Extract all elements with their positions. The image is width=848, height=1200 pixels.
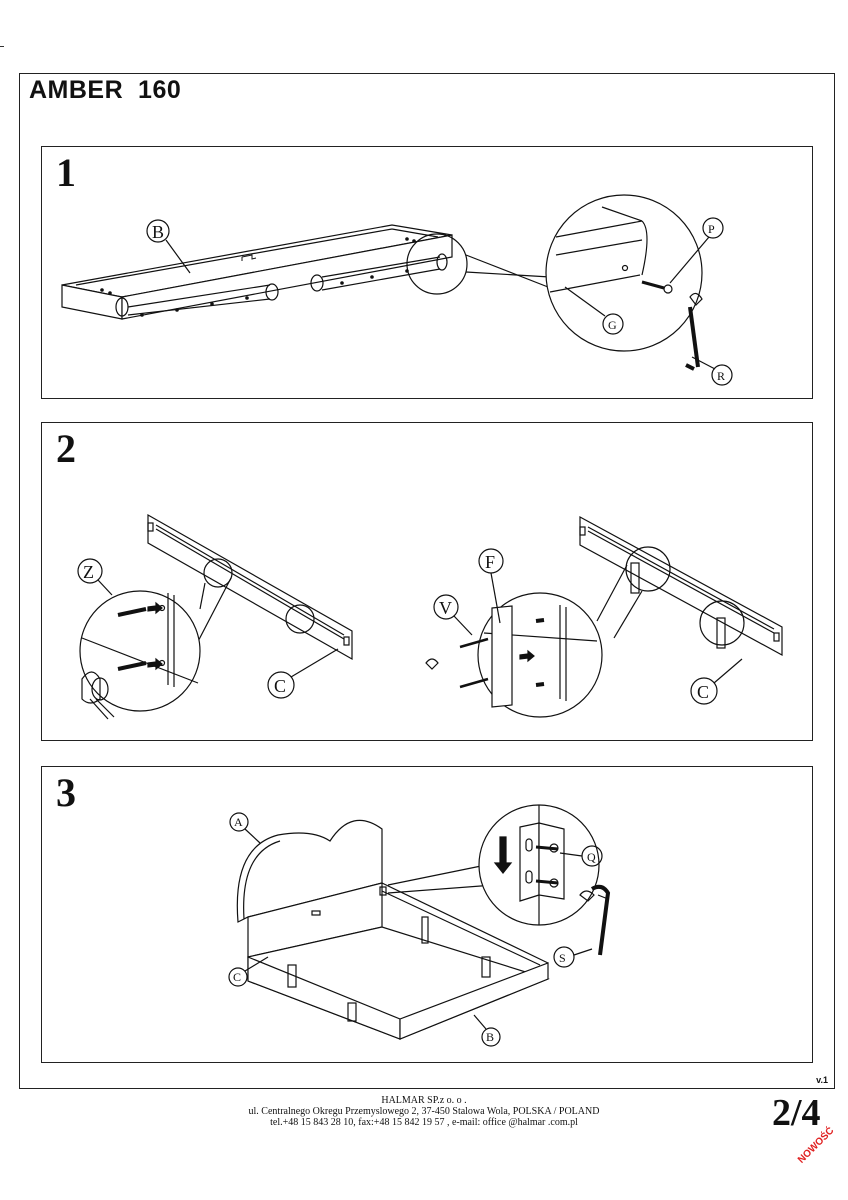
zoom-bracket-contents — [493, 805, 595, 925]
label-b: B — [152, 222, 164, 242]
company-address: ul. Centralnego Okregu Przemyslowego 2, … — [248, 1106, 600, 1117]
company-footer: HALMAR SP.z o. o . ul. Centralnego Okreg… — [0, 1095, 848, 1128]
label-b: B — [486, 1030, 494, 1044]
instruction-page-frame — [19, 73, 835, 1089]
label-z: Z — [83, 562, 94, 582]
company-contact: tel.+48 15 843 28 10, fax:+48 15 842 19 … — [270, 1117, 578, 1128]
zoom-source-circle — [406, 233, 468, 295]
zoom-right-contents — [425, 605, 598, 708]
step-3-number: 3 — [56, 770, 76, 815]
step-3-diagram: A C B Q S — [228, 804, 611, 1047]
version-label: v.1 — [816, 1075, 828, 1085]
zoom-detail — [545, 194, 703, 371]
label-r: R — [717, 369, 725, 383]
label-c-right: C — [697, 682, 709, 702]
step-1-diagram: B P G R — [61, 194, 733, 386]
label-g: G — [608, 318, 617, 332]
label-p: P — [708, 222, 715, 236]
zoom-detail-left — [79, 590, 201, 712]
board-c-left-drawing — [147, 513, 353, 661]
step-1-panel: 1 — [41, 146, 813, 399]
hex-key-s-drawing — [590, 884, 611, 956]
label-q: Q — [587, 850, 596, 864]
board-c-right-drawing — [579, 515, 783, 657]
step-2-panel: 2 — [41, 422, 813, 741]
product-title: AMBER 160 — [29, 76, 182, 104]
company-name: HALMAR SP.z o. o . — [381, 1095, 467, 1106]
label-a: A — [234, 815, 243, 829]
zoom-left-contents — [81, 593, 199, 720]
label-v: V — [439, 598, 452, 618]
step-2-diagram: Z C F V C — [77, 513, 783, 720]
step-2-number: 2 — [56, 426, 76, 471]
page-number: 2/4 — [772, 1092, 821, 1134]
label-c: C — [233, 970, 241, 984]
label-c-left: C — [274, 676, 286, 696]
bed-frame-drawing — [236, 819, 550, 1040]
side-rail-b-drawing — [61, 224, 453, 320]
step-3-panel: 3 — [41, 766, 813, 1063]
label-f: F — [485, 552, 495, 572]
label-s: S — [559, 951, 566, 965]
callouts — [146, 217, 733, 386]
margin-tick — [0, 46, 4, 47]
step-1-number: 1 — [56, 150, 76, 195]
